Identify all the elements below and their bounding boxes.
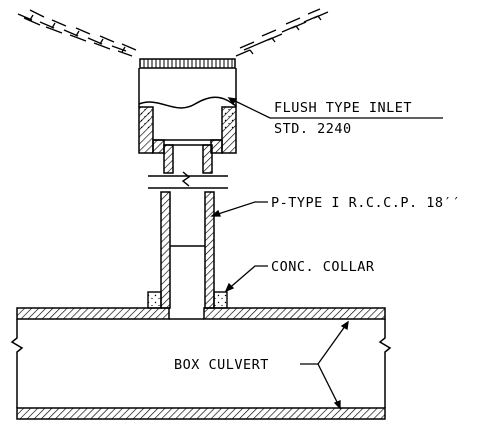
inlet-box [138,68,237,154]
label-inlet-std: STD. 2240 [274,121,352,137]
concrete-collar [147,291,228,309]
leader-culvert [300,320,349,410]
label-inlet-type: FLUSH TYPE INLET [274,100,412,116]
ground-left [17,9,137,57]
pipe-lower [160,191,215,309]
box-culvert [10,307,392,420]
pipe-upper [163,144,213,174]
ground-right [235,8,329,57]
label-collar: CONC. COLLAR [271,259,375,275]
leader-inlet [227,97,443,119]
label-pipe: P-TYPE I R.C.C.P. 18′′ [271,195,461,211]
break-line [148,171,228,189]
leader-collar [224,265,268,293]
leader-pipe [210,201,268,217]
label-culvert: BOX CULVERT [174,357,269,373]
inlet-grate [139,58,236,69]
